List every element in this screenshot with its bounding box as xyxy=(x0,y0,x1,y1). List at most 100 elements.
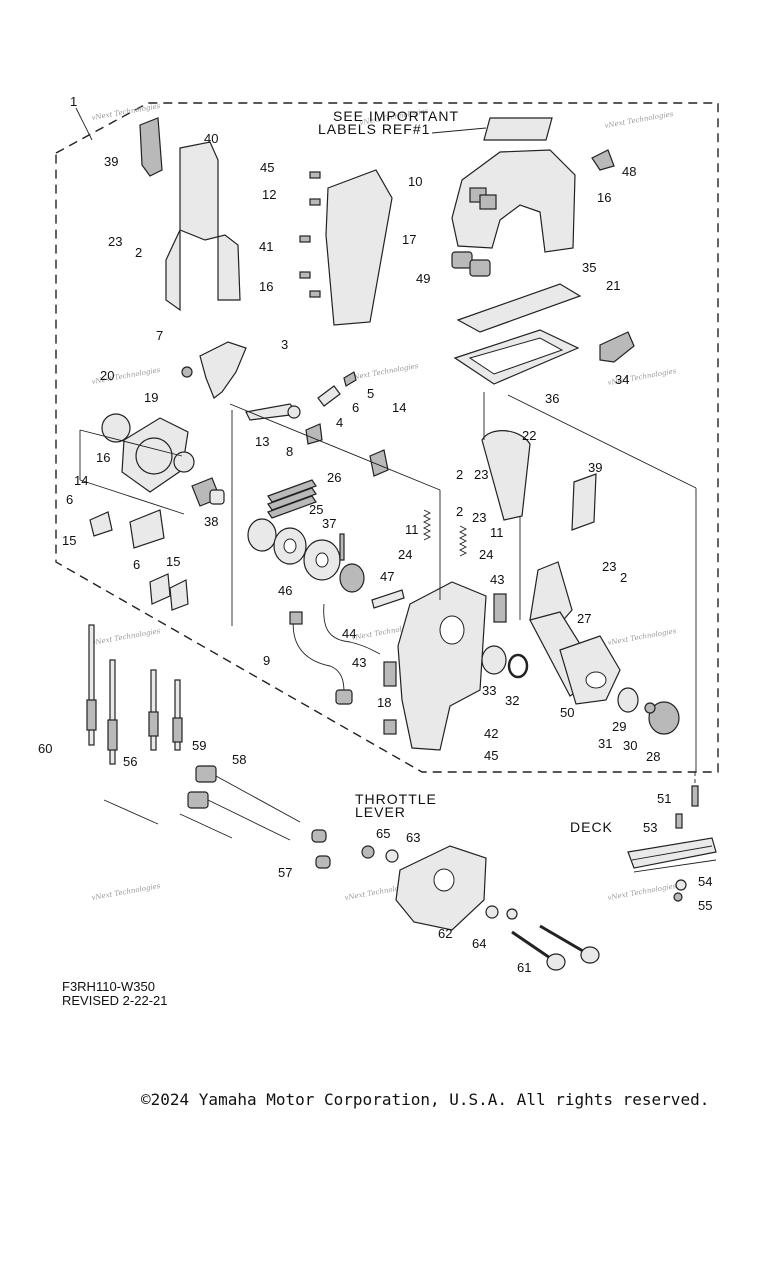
callout: 8 xyxy=(286,444,293,459)
sleeve-57b xyxy=(315,855,331,869)
label-card-ref1 xyxy=(483,117,553,141)
wire-58 xyxy=(215,775,301,823)
bracket-15c xyxy=(149,573,171,605)
callout: 56 xyxy=(123,754,137,769)
watermark: vNext Technologies xyxy=(604,110,674,130)
callout: 15 xyxy=(166,554,180,569)
nut-65 xyxy=(361,845,375,859)
callout: 28 xyxy=(646,749,660,764)
link-8 xyxy=(305,423,323,445)
callout: 29 xyxy=(612,719,626,734)
callout: 50 xyxy=(560,705,574,720)
seal-25 xyxy=(247,518,277,552)
nut-55 xyxy=(673,892,683,902)
cover-10 xyxy=(451,149,576,253)
callout: 18 xyxy=(377,695,391,710)
ring-33 xyxy=(481,645,507,675)
watermark: vNext Technologies xyxy=(607,627,677,647)
grip-50 xyxy=(559,635,621,705)
callout: 62 xyxy=(438,926,452,941)
watermark: vNext Technologies xyxy=(349,362,419,382)
screw-53 xyxy=(675,813,683,829)
plate-20 xyxy=(101,413,131,443)
callout: 48 xyxy=(622,164,636,179)
spring-11a xyxy=(422,509,432,541)
spring-stack-26 xyxy=(267,479,317,519)
switch-46 xyxy=(289,611,303,625)
callout: 22 xyxy=(522,428,536,443)
lever-label: LEVER xyxy=(355,804,406,820)
cam xyxy=(339,563,365,593)
bolt-61b xyxy=(539,924,589,956)
drawing-code: F3RH110-W350 REVISED 2-22-21 xyxy=(62,980,168,1008)
callout: 32 xyxy=(505,693,519,708)
plate-29 xyxy=(617,687,639,713)
callout: 43 xyxy=(490,572,504,587)
bolt-51 xyxy=(691,785,699,807)
callout: 3 xyxy=(281,337,288,352)
callout: 25 xyxy=(309,502,323,517)
callouts: 1 40 39 23 2 45 12 41 16 17 10 16 48 49 … xyxy=(38,94,712,975)
callout: 51 xyxy=(657,791,671,806)
callout: 39 xyxy=(588,460,602,475)
clip-14 xyxy=(369,449,389,477)
callout: 35 xyxy=(582,260,596,275)
callout: 26 xyxy=(327,470,341,485)
spring-11b xyxy=(458,525,468,557)
screw-41a xyxy=(299,235,311,243)
callout: 12 xyxy=(262,187,276,202)
cover-39 xyxy=(571,473,597,531)
copyright-notice: ©2024 Yamaha Motor Corporation, U.S.A. A… xyxy=(141,1090,710,1109)
important-labels-ref: LABELS REF#1 xyxy=(318,121,430,137)
shaft-4 xyxy=(317,385,341,407)
callout: 4 xyxy=(336,415,343,430)
callout: 33 xyxy=(482,683,496,698)
watermark: vNext Technologies xyxy=(607,882,677,902)
callout: 2 xyxy=(620,570,627,585)
callout: 40 xyxy=(204,131,218,146)
callout: 46 xyxy=(278,583,292,598)
harness-9 xyxy=(292,613,345,701)
pin xyxy=(339,533,345,561)
callout: 14 xyxy=(74,473,88,488)
button-49b xyxy=(469,259,491,277)
callout: 54 xyxy=(698,874,712,889)
connector-59 xyxy=(195,765,217,783)
part-43a xyxy=(493,593,507,623)
callout: 2 xyxy=(456,504,463,519)
callout: 64 xyxy=(472,936,486,951)
callout: 24 xyxy=(398,547,412,562)
callout: 6 xyxy=(66,492,73,507)
callout: 21 xyxy=(606,278,620,293)
callout: 2 xyxy=(135,245,142,260)
callout: 10 xyxy=(408,174,422,189)
callout: 65 xyxy=(376,826,390,841)
callout: 41 xyxy=(259,239,273,254)
callout: 44 xyxy=(342,626,356,641)
callout: 7 xyxy=(156,328,163,343)
bracket-15a xyxy=(89,511,113,537)
part-43b xyxy=(383,661,397,687)
callout: 43 xyxy=(352,655,366,670)
callout: 11 xyxy=(405,522,419,537)
callout: 16 xyxy=(597,190,611,205)
callout: 23 xyxy=(474,467,488,482)
callout: 42 xyxy=(484,726,498,741)
knob-48 xyxy=(591,149,615,171)
callout: 6 xyxy=(352,400,359,415)
callout: 24 xyxy=(479,547,493,562)
callout: 16 xyxy=(259,279,273,294)
housing-bore xyxy=(135,437,173,475)
callout: 30 xyxy=(623,738,637,753)
callout: 53 xyxy=(643,820,657,835)
bracket-3 xyxy=(199,341,247,399)
part-38-cap xyxy=(209,489,225,505)
washer-64 xyxy=(485,905,499,919)
bracket-15b xyxy=(129,509,165,549)
shaft-47 xyxy=(371,589,405,609)
callout: 61 xyxy=(517,960,531,975)
main-housing xyxy=(397,581,487,751)
plate-17 xyxy=(325,169,393,326)
callout: 39 xyxy=(104,154,118,169)
